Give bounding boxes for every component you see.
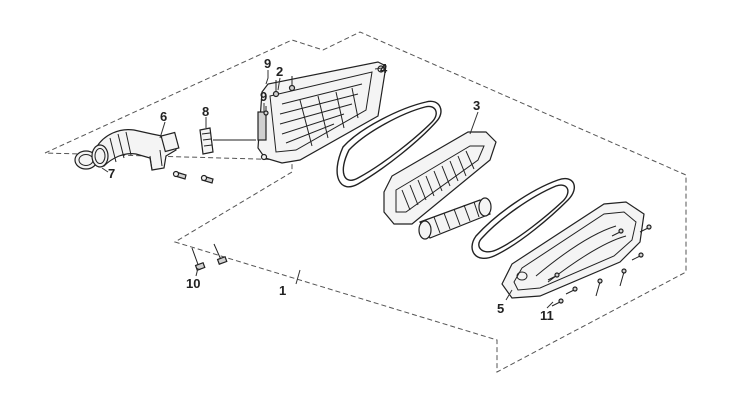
callout-6: 6 <box>160 109 167 124</box>
lower-gasket-part <box>471 177 576 259</box>
intake-duct-part <box>91 129 180 171</box>
callout-9-side: 9 <box>260 89 267 104</box>
callout-10: 10 <box>186 276 200 291</box>
assembly-boundary-outline <box>44 31 687 373</box>
air-filter-element-part <box>383 131 497 225</box>
mounting-bolts-parts <box>191 243 228 271</box>
callout-3: 3 <box>473 98 480 113</box>
cover-screws-parts <box>547 224 652 307</box>
callout-5: 5 <box>497 301 504 316</box>
callout-9-top: 9 <box>264 56 271 71</box>
callout-7: 7 <box>108 166 115 181</box>
callout-1: 1 <box>279 283 286 298</box>
case-screws-parts <box>263 76 296 116</box>
callout-4: 4 <box>380 61 388 76</box>
callout-2: 2 <box>276 64 283 79</box>
upper-gasket-part <box>336 100 442 188</box>
corrugated-tube-part <box>418 197 492 240</box>
leader-lines <box>101 67 554 309</box>
callout-11: 11 <box>540 308 554 323</box>
callout-8: 8 <box>202 104 209 119</box>
hose-clip-part <box>199 127 256 155</box>
air-cleaner-cover-part <box>501 201 645 299</box>
hose-fitting-parts <box>172 170 214 184</box>
